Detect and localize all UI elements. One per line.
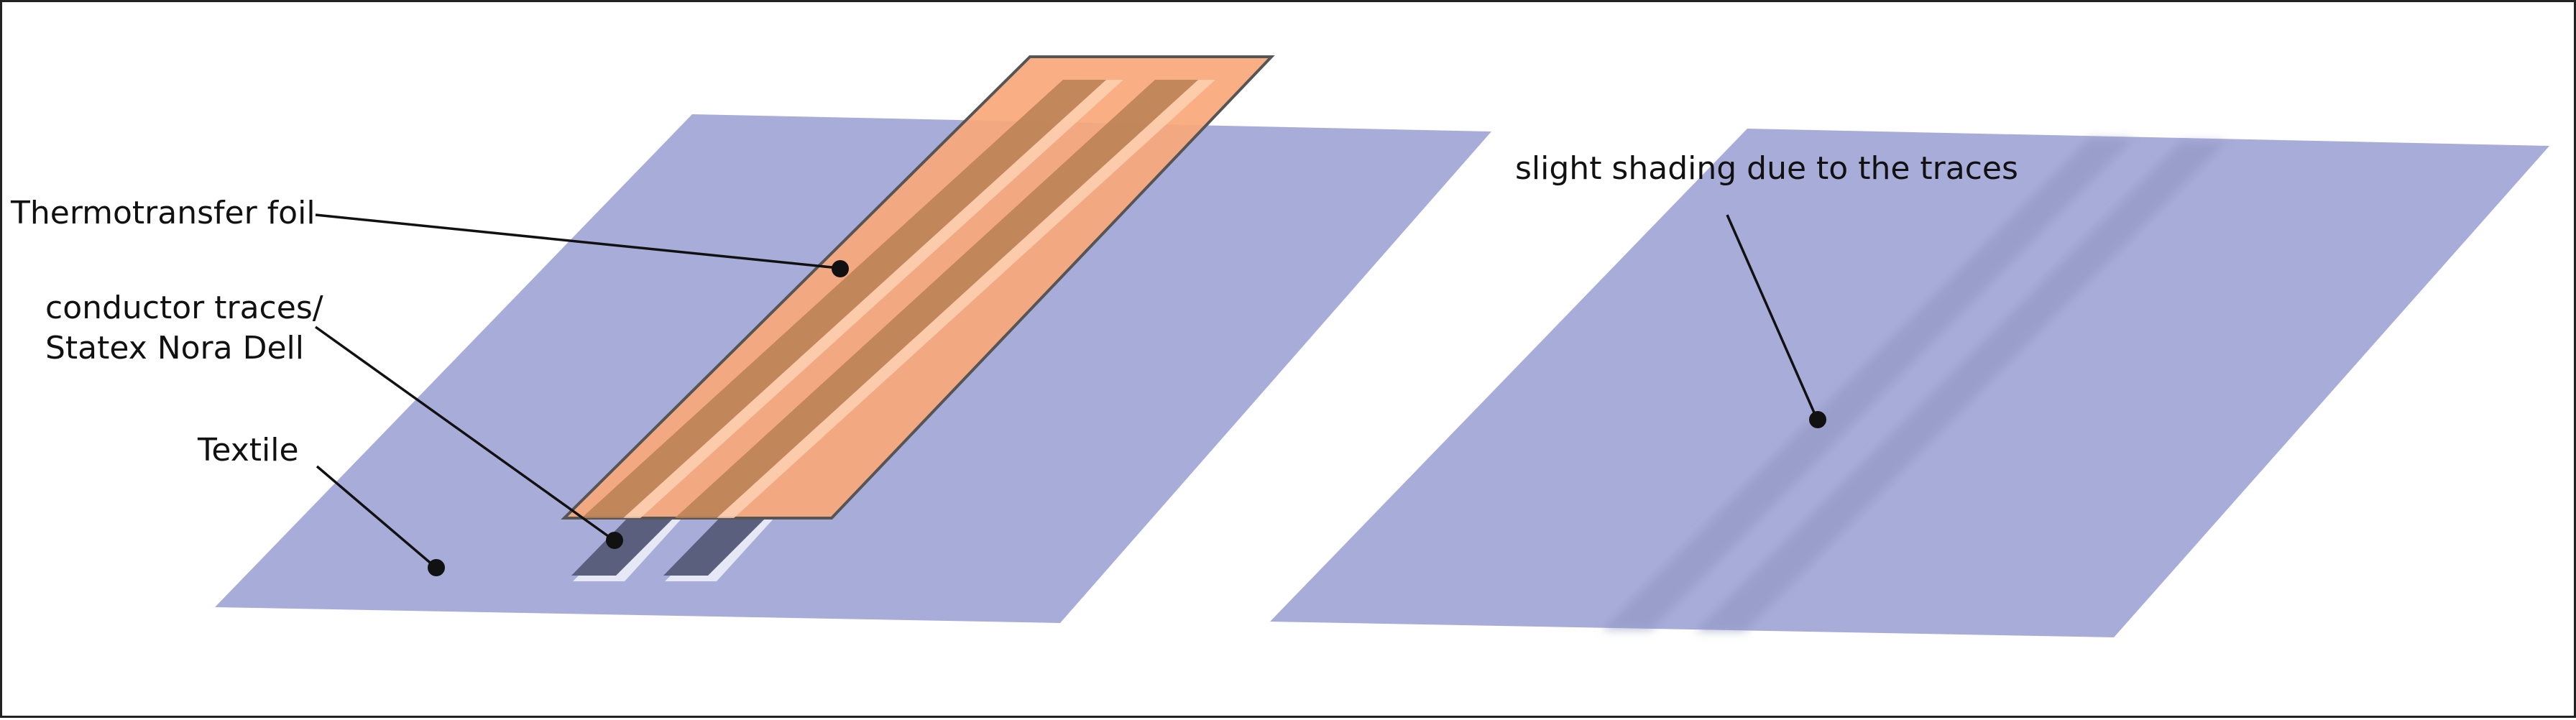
trace-end-left	[571, 518, 673, 576]
trace-under-foil-right-glint	[717, 80, 1215, 518]
leader-line-shading	[1726, 214, 1818, 418]
label-textile: Textile	[198, 432, 299, 469]
trace-under-foil-left-glint	[623, 80, 1123, 518]
trace-end-right	[663, 518, 765, 576]
trace-shading-left	[1602, 139, 2133, 630]
leader-line-foil	[315, 213, 840, 269]
leader-line-traces	[314, 326, 615, 541]
label-shading: slight shading due to the traces	[1515, 150, 2018, 187]
textile-sheet-right	[1270, 129, 2549, 637]
label-conductor-traces-line-2: Statex Nora Dell	[45, 330, 304, 366]
trace-under-foil-left	[581, 80, 1106, 518]
leader-dot-textile	[428, 559, 445, 576]
trace-under-foil-right	[675, 80, 1198, 518]
leader-dot-traces	[606, 532, 623, 549]
label-conductor-traces-line-1: conductor traces/	[45, 290, 323, 326]
label-conductor-traces: conductor traces/ Statex Nora Dell	[45, 288, 323, 369]
leader-line-textile	[316, 465, 435, 567]
leader-dot-foil	[832, 260, 849, 277]
leader-dot-shading	[1809, 411, 1826, 428]
trace-shading-right	[1696, 142, 2226, 632]
label-thermotransfer-foil: Thermotransfer foil	[11, 195, 316, 231]
